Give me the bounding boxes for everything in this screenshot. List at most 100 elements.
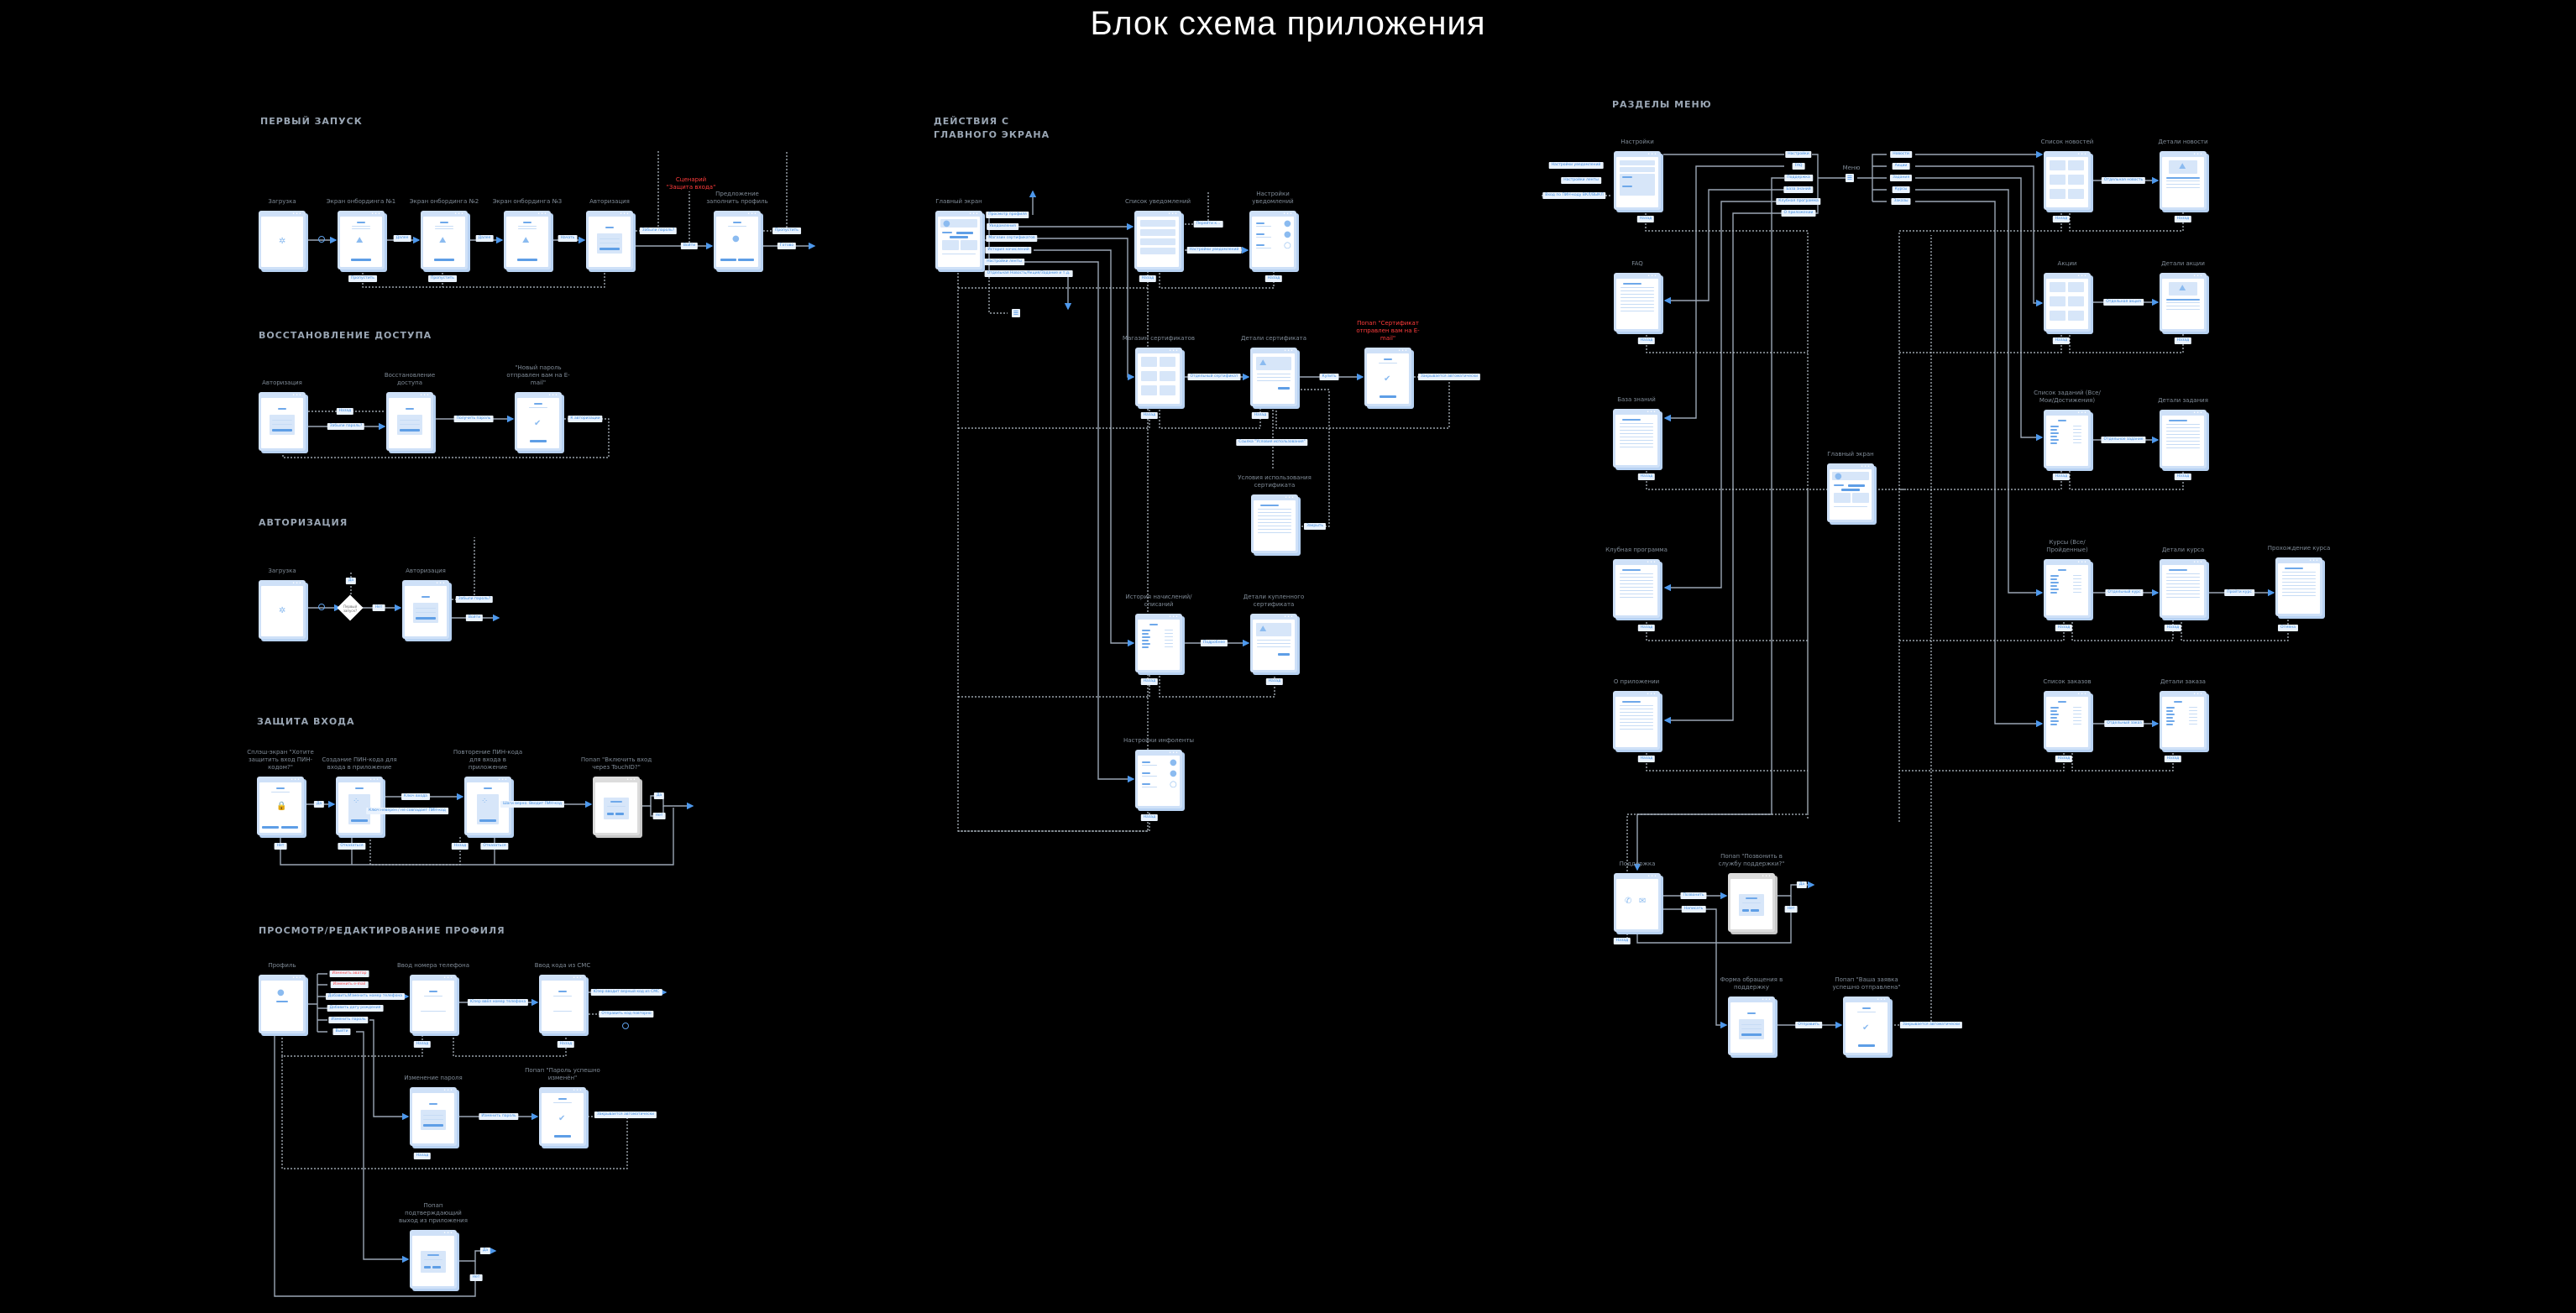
transition-label[interactable]: Назад (2164, 756, 2182, 762)
transition-label[interactable]: К авторизации (568, 416, 603, 422)
transition-label[interactable]: Забыли пароль? (455, 596, 494, 603)
screen-ma-cert[interactable]: •••⛰ (1250, 348, 1297, 406)
screen-ma-notif[interactable]: ••• (1134, 211, 1181, 269)
transition-label[interactable]: Войти (465, 615, 484, 621)
screen-mn-main[interactable]: •••● (1827, 463, 1874, 522)
screen-ma-notif-set[interactable]: •••●●○ (1249, 211, 1296, 269)
transition-label[interactable]: Отдельная акция (2103, 299, 2144, 306)
transition-label[interactable]: Назад (1637, 756, 1656, 762)
screen-pf-sms[interactable]: ••• (539, 975, 586, 1033)
transition-label[interactable]: Назад (1613, 938, 1631, 944)
screen-mn-form-ok[interactable]: •••✔ (1843, 997, 1890, 1055)
transition-label[interactable]: Отдельная новость (2101, 177, 2146, 184)
transition-label[interactable]: Акции (1892, 163, 1910, 170)
transition-label[interactable]: Вход по ПИН-коду ВКЛ/ВЫКЛ (1542, 192, 1606, 199)
transition-label[interactable]: Назад (2174, 337, 2192, 344)
transition-label[interactable]: Назад (1637, 625, 1656, 631)
screen-mn-course-go[interactable]: ••• (2275, 557, 2322, 616)
transition-label[interactable]: Добавить/Изменить номер телефона (325, 993, 406, 1000)
transition-label[interactable]: Купить (1319, 374, 1339, 380)
screen-fl-load[interactable]: •••✲ (259, 211, 306, 269)
transition-label[interactable]: Да (345, 578, 357, 584)
screen-pr-create[interactable]: •••⁘ (336, 777, 383, 835)
screen-ma-terms[interactable]: ••• (1251, 494, 1298, 553)
transition-label[interactable]: Подробнее (1200, 640, 1228, 646)
screen-rs-sent[interactable]: •••✔ (515, 392, 562, 451)
screen-fl-auth[interactable]: ••• (586, 211, 633, 269)
transition-label[interactable]: Назад (2052, 473, 2071, 480)
transition-label[interactable]: FAQ (1792, 163, 1805, 170)
transition-label[interactable]: Нет (1784, 906, 1798, 913)
transition-label[interactable]: Перейти к... (1193, 221, 1223, 228)
transition-label[interactable]: Изменить аватар (329, 970, 369, 977)
transition-label[interactable]: Назад (1265, 678, 1284, 685)
transition-label[interactable]: Назад (2052, 337, 2071, 344)
transition-label[interactable]: Отдельное задание (2101, 437, 2146, 443)
screen-mn-order-d[interactable]: ••• (2160, 691, 2207, 750)
screen-rs-restore[interactable]: ••• (386, 392, 433, 451)
transition-label[interactable]: Назад (1636, 216, 1655, 222)
screen-ma-main[interactable]: •••● (935, 211, 982, 269)
transition-label[interactable]: Назад (2055, 625, 2073, 631)
transition-label[interactable]: О приложении (1781, 210, 1816, 217)
transition-label[interactable]: База знаний (1783, 186, 1814, 193)
transition-label[interactable]: Заказы (1891, 198, 1911, 205)
screen-pf-pass[interactable]: ••• (410, 1087, 457, 1146)
transition-label[interactable]: Настройки уведомлений (1186, 247, 1242, 254)
transition-label[interactable]: Новости (1890, 151, 1912, 158)
transition-label[interactable]: Да (653, 793, 665, 799)
transition-label[interactable]: Отказаться (480, 843, 509, 850)
screen-mn-promo[interactable]: ••• (2044, 273, 2091, 332)
transition-label[interactable]: Клубная программа (1776, 198, 1821, 205)
transition-label[interactable]: Юзер вводит верный код из СМС (590, 989, 662, 996)
transition-label[interactable]: Поддержка (1784, 175, 1813, 181)
transition-label[interactable]: Позвонить (1680, 892, 1707, 899)
transition-label[interactable]: Закрывается автоматически (1417, 374, 1481, 380)
transition-label[interactable]: Назад (1140, 412, 1159, 419)
transition-label[interactable]: Забыли пароль? (639, 228, 678, 234)
screen-mn-tasks[interactable]: ••• (2044, 410, 2091, 468)
screen-pf-profile[interactable]: •••● (259, 975, 306, 1033)
transition-label[interactable]: Далее (393, 235, 411, 242)
screen-mn-club[interactable]: ••• (1613, 559, 1660, 618)
screen-pf-phone[interactable]: ••• (410, 975, 457, 1033)
transition-label[interactable]: Настройки ленты (1561, 177, 1601, 184)
transition-label[interactable]: Настройки ленты (984, 259, 1024, 265)
transition-label[interactable]: Курсы (1892, 186, 1910, 193)
menu-icon[interactable]: ☰ (1846, 174, 1854, 182)
screen-mn-news[interactable]: ••• (2044, 151, 2091, 210)
transition-label[interactable]: Далее (475, 235, 494, 242)
screen-mn-kb[interactable]: ••• (1613, 409, 1660, 468)
menu-icon[interactable]: ☰ (1012, 309, 1020, 317)
transition-label[interactable]: Назад (336, 408, 354, 415)
transition-label[interactable]: Отдельная Новость/Акция/Задание и т.д. (984, 270, 1073, 277)
transition-label[interactable]: Нет (652, 813, 666, 819)
screen-mn-call[interactable]: ••• (1728, 873, 1775, 932)
transition-label[interactable]: Нет (469, 1274, 483, 1281)
screen-au-auth[interactable]: ••• (402, 580, 449, 639)
transition-label[interactable]: Назад (1637, 337, 1656, 344)
screen-ma-feed-set[interactable]: •••●●○ (1135, 750, 1182, 808)
transition-label[interactable]: История начислений (985, 247, 1032, 254)
transition-label[interactable]: Отмена (2277, 625, 2299, 631)
screen-mn-promo-d[interactable]: •••⛰ (2160, 273, 2207, 332)
screen-ma-bought[interactable]: •••⛰ (1250, 614, 1297, 672)
screen-mn-settings[interactable]: ••• (1614, 151, 1661, 210)
transition-label[interactable]: Просмотр профиля (986, 212, 1029, 218)
transition-label[interactable]: Назад (2164, 625, 2182, 631)
transition-label[interactable]: Пройти курс (2224, 589, 2254, 596)
transition-label[interactable]: Изменить e-mail (330, 981, 369, 988)
transition-label[interactable]: Назад (1140, 678, 1159, 685)
transition-label[interactable]: Изменить пароль (479, 1113, 519, 1120)
screen-pr-touch[interactable]: ••• (593, 777, 640, 835)
transition-label[interactable]: Ссылка "Условия использования" (1236, 439, 1308, 446)
transition-label[interactable]: Назад (1264, 275, 1283, 282)
transition-label[interactable]: Назад (2174, 216, 2192, 222)
screen-mn-news-d[interactable]: •••⛰ (2160, 151, 2207, 210)
transition-label[interactable]: Изменить пароль (328, 1017, 369, 1023)
transition-label[interactable]: Закрыть (1303, 523, 1327, 530)
transition-label[interactable]: Войти (680, 243, 699, 249)
screen-mn-about[interactable]: ••• (1613, 691, 1660, 750)
transition-label[interactable]: Назад (1637, 473, 1656, 480)
screen-fl-onb2[interactable]: •••⛰ (421, 211, 468, 269)
